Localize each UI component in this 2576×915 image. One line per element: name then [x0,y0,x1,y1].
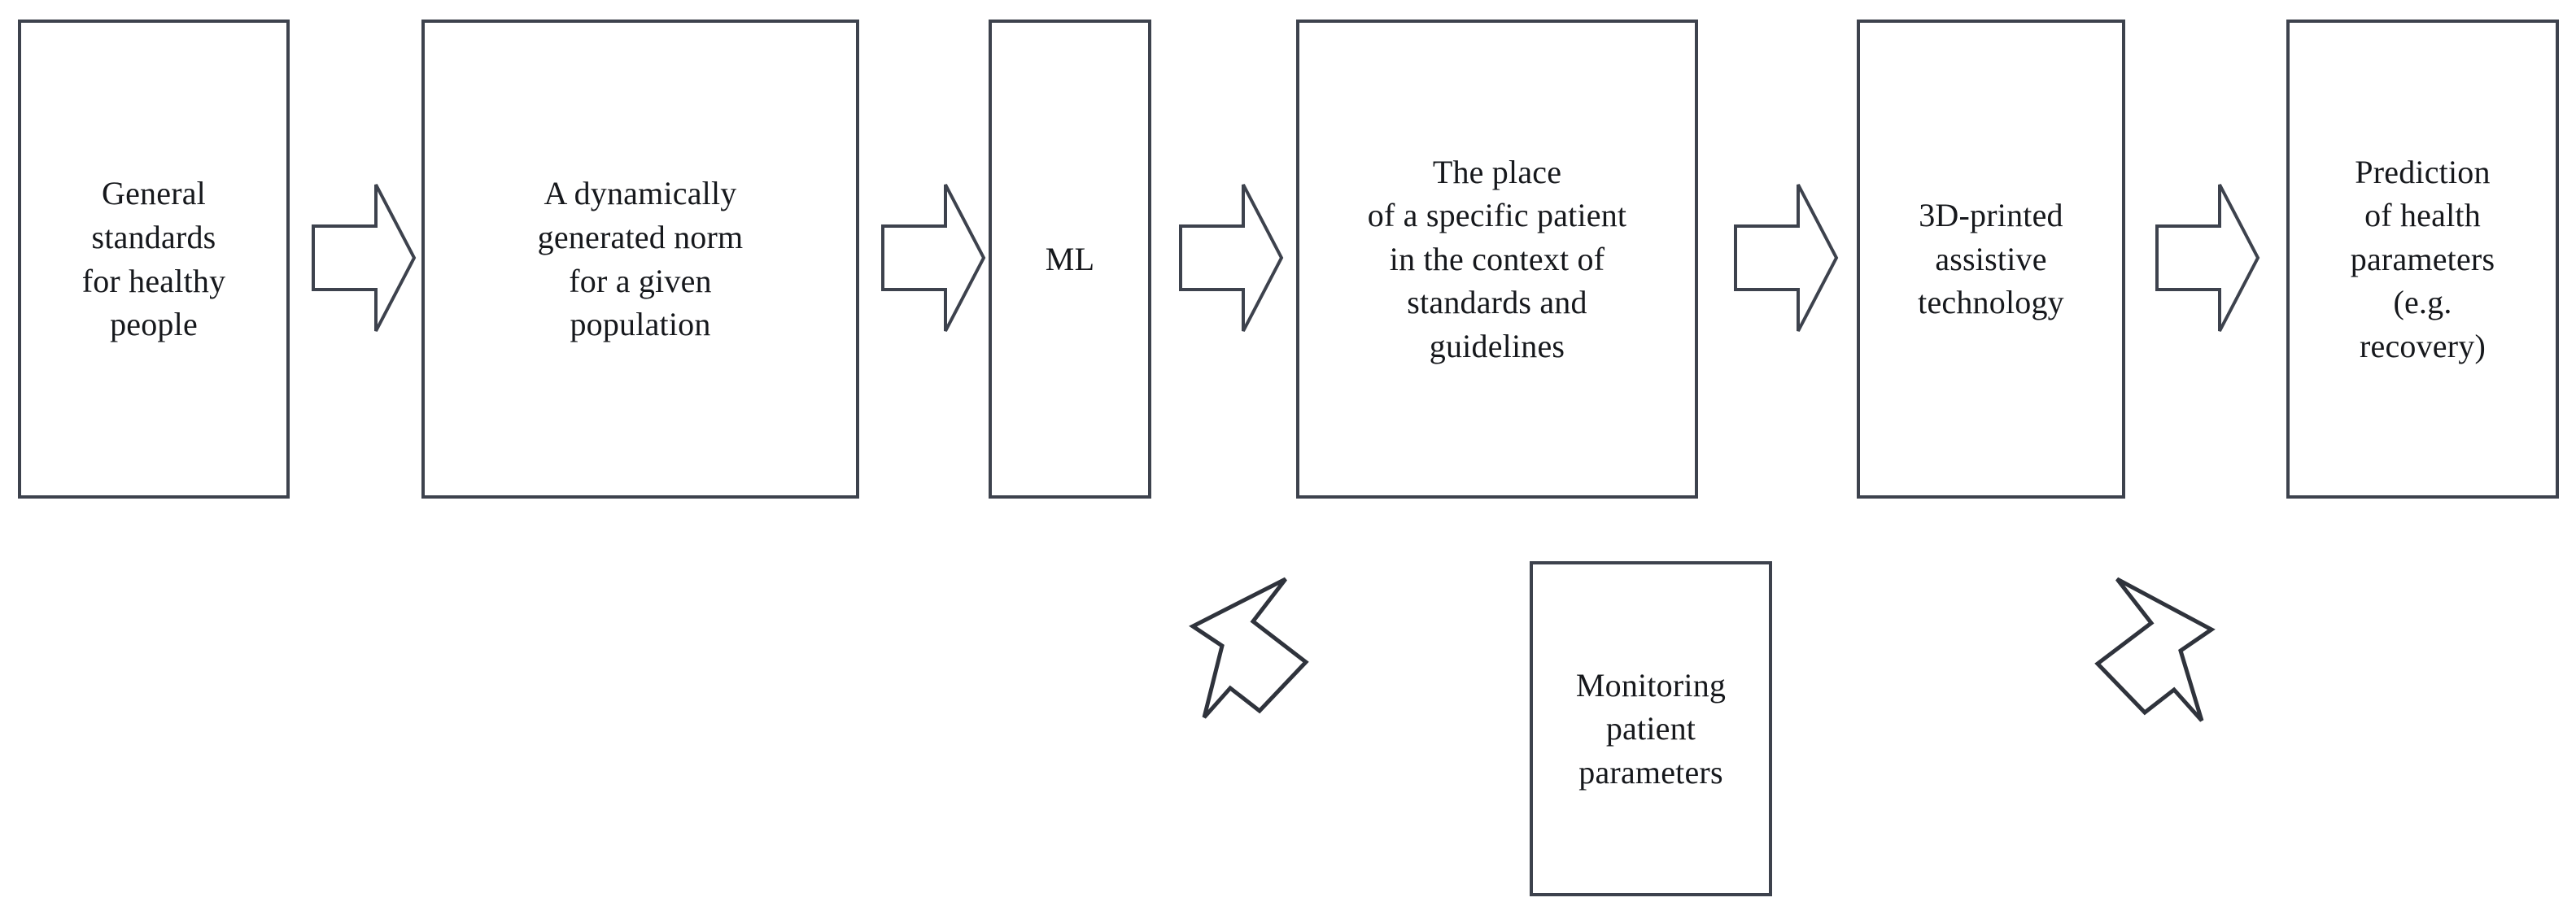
connector-arrow-1 [311,182,417,333]
node-label: ML [1045,240,1095,277]
node-dynamic-norm[interactable]: A dynamically generated norm for a given… [421,20,859,499]
node-health-prediction[interactable]: Prediction of health parameters (e.g. re… [2286,20,2559,499]
connector-arrow-5 [2155,182,2260,333]
node-label: The place of a specific patient in the c… [1367,153,1627,364]
connector-arrow-4 [1733,182,1839,333]
node-label: Monitoring patient parameters [1575,666,1727,791]
node-general-standards[interactable]: General standards for healthy people [18,20,290,499]
node-assistive-technology[interactable]: 3D-printed assistive technology [1857,20,2125,499]
connector-arrow-feedback-right [2081,576,2236,739]
node-label: General standards for healthy people [81,175,226,343]
node-label: A dynamically generated norm for a given… [537,175,744,343]
connector-arrow-feedback-left [1189,576,1344,739]
connector-arrow-2 [880,182,986,333]
node-monitoring[interactable]: Monitoring patient parameters [1530,561,1772,896]
node-ml[interactable]: ML [989,20,1151,499]
node-label: Prediction of health parameters (e.g. re… [2350,153,2495,364]
node-patient-place[interactable]: The place of a specific patient in the c… [1296,20,1698,499]
node-label: 3D-printed assistive technology [1918,197,2064,321]
connector-arrow-3 [1178,182,1284,333]
